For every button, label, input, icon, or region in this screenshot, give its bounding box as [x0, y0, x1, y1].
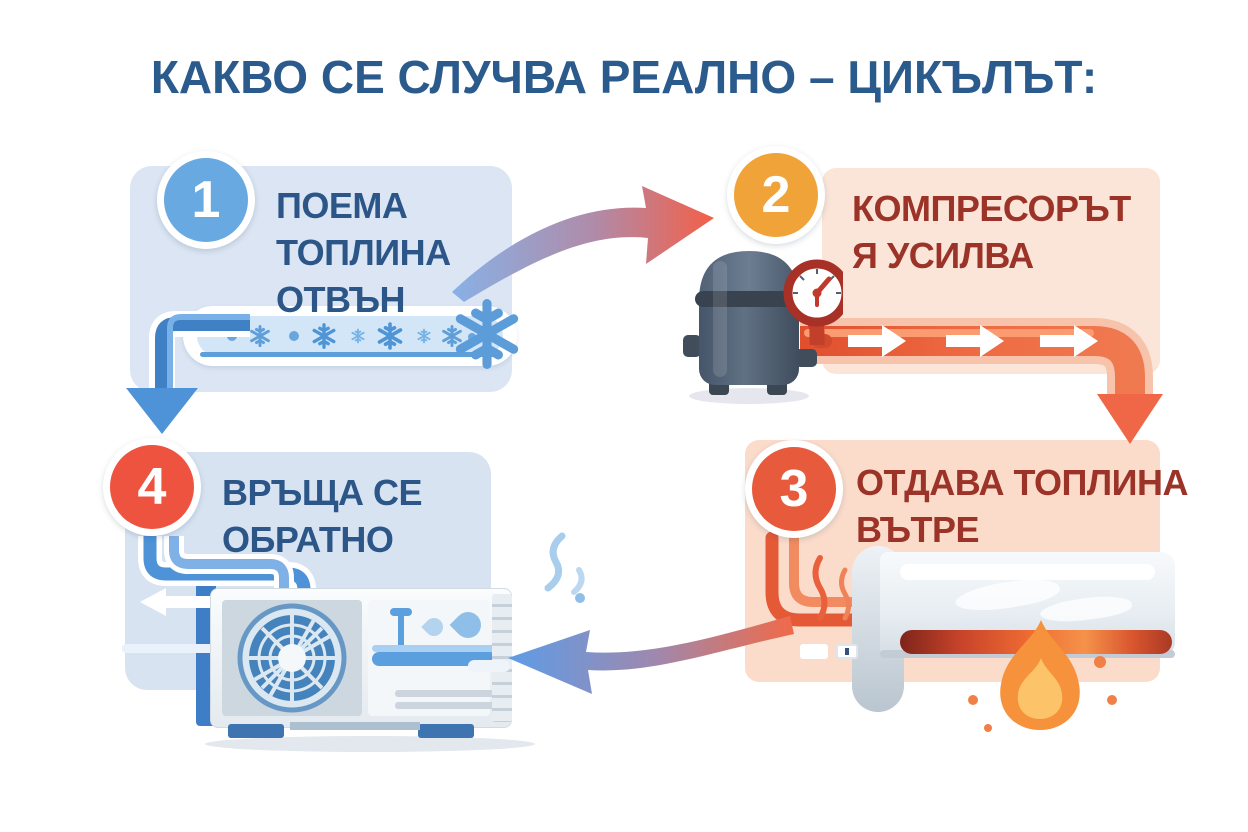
- indoor-switch: [800, 644, 828, 659]
- step3-label: ОТДАВА ТОПЛИНА ВЪТРЕ: [856, 462, 1189, 550]
- step1-number: 1: [191, 171, 221, 229]
- step2-badge: 2: [727, 146, 825, 244]
- steam-icon: [544, 532, 585, 603]
- outdoor-side-vents: [492, 594, 512, 722]
- outdoor-vent-line: [395, 702, 495, 709]
- indoor-switch: [836, 644, 858, 659]
- sprinkler-stem: [398, 612, 404, 650]
- step4-badge: 4: [103, 438, 201, 536]
- indoor-ac-highlight: [900, 564, 1155, 580]
- cold-pipe-tube-edge: [200, 352, 500, 357]
- pressure-gauge-icon: [783, 259, 851, 327]
- outdoor-pipe-highlight: [372, 645, 497, 652]
- outdoor-unit-shadow: [205, 736, 535, 752]
- step3-badge: 3: [745, 440, 843, 538]
- step4-label: ВРЪЩА СЕ ОБРАТНО: [222, 472, 423, 560]
- outdoor-vent-line: [395, 690, 495, 697]
- outdoor-foot: [418, 724, 474, 738]
- step1-label: ПОЕМА ТОПЛИНА ОТВЪН: [276, 185, 451, 320]
- outdoor-pipe: [372, 652, 497, 666]
- indoor-ac-hot-vent: [900, 630, 1172, 654]
- step4-number: 4: [137, 458, 167, 516]
- compressor-icon: [683, 243, 851, 413]
- outdoor-foot: [228, 724, 284, 738]
- fan-icon: [236, 602, 348, 714]
- page-title: КАКВО СЕ СЛУЧВА РЕАЛНО – ЦИКЪЛЪТ:: [150, 51, 1098, 103]
- step2-label: КОМПРЕСОРЪТ Я УСИЛВА: [852, 188, 1131, 276]
- step2-number: 2: [761, 166, 791, 224]
- frost-lump: [468, 660, 510, 672]
- step1-badge: 1: [157, 151, 255, 249]
- step3-number: 3: [779, 460, 809, 518]
- outdoor-base-bar: [290, 722, 420, 730]
